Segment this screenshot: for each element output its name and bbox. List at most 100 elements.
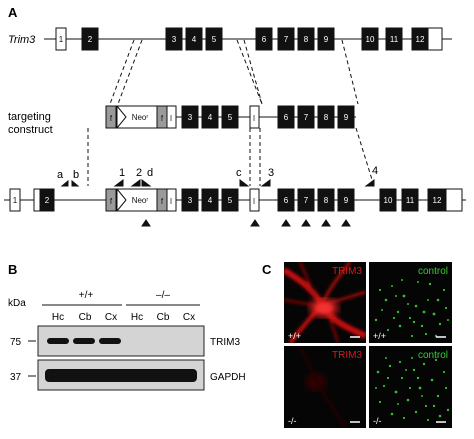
marker-37: 37 xyxy=(10,372,22,383)
frt-label: f xyxy=(161,114,164,123)
construct-frt-1 xyxy=(105,105,117,129)
gene-exon-9 xyxy=(317,27,335,51)
lane-label: Cx xyxy=(105,312,117,323)
allele-exon-8 xyxy=(317,188,335,212)
gene-exon-label: 9 xyxy=(324,35,329,44)
allele-exon-6 xyxy=(277,188,295,212)
allele-exon-12-utr xyxy=(445,188,463,212)
neuron-red-ko xyxy=(298,346,348,428)
micrograph-control-ko xyxy=(369,346,452,428)
allele-exon-label: 11 xyxy=(406,196,415,205)
allele-exon-label: 9 xyxy=(344,196,349,205)
lane-label: Hc xyxy=(52,312,64,323)
projection-lines-upper xyxy=(109,39,359,105)
primer-arrow-icon xyxy=(71,179,80,187)
probe-triangles xyxy=(141,219,351,227)
band xyxy=(47,338,69,344)
allele-exon-2 xyxy=(39,188,55,212)
allele-exon-label: 4 xyxy=(208,196,213,205)
allele-loxp-1 xyxy=(166,188,177,212)
triangle-icon xyxy=(321,219,331,227)
tl-genotype: +/+ xyxy=(288,331,301,341)
primer-label-1: 1 xyxy=(119,167,125,179)
panel-a-letter: A xyxy=(8,5,18,20)
gene-exon-label: 10 xyxy=(366,35,375,44)
genotype-wt: +/+ xyxy=(79,290,94,301)
panel-c-letter: C xyxy=(262,262,272,277)
br-channel-label: control xyxy=(418,350,448,361)
primer-markers: a b 1 2 d c 3 4 xyxy=(57,165,378,187)
gene-exon-label: 11 xyxy=(390,35,399,44)
gene-exon-5 xyxy=(205,27,223,51)
allele-exon-label: 6 xyxy=(284,196,289,205)
primer-arrow-icon xyxy=(60,179,69,187)
lane-label: Hc xyxy=(131,312,143,323)
frt-label: f xyxy=(110,114,113,123)
targeting-label-2: construct xyxy=(8,124,53,136)
construct-exon-label: 6 xyxy=(284,113,289,122)
primer-label-2: 2 xyxy=(136,167,142,179)
allele-elements: 1 2 f Neoʳ f l 3 4 5 l 6 7 8 9 10 11 12 xyxy=(9,188,463,212)
band xyxy=(73,338,95,344)
neo-arrow xyxy=(116,105,127,129)
allele-exon-label: 7 xyxy=(304,196,309,205)
construct-exon-label: 9 xyxy=(344,113,349,122)
gene-exon-1 xyxy=(55,27,67,51)
primer-arrow-icon xyxy=(239,179,250,187)
lane-label: Cb xyxy=(79,312,92,323)
allele-exon-9 xyxy=(337,188,355,212)
primer-arrow-icon xyxy=(130,179,141,187)
gene-exon-label: 12 xyxy=(416,35,425,44)
allele-exon-2-utr xyxy=(33,188,41,212)
allele-exon-label: 10 xyxy=(384,196,393,205)
primer-label-c: c xyxy=(236,167,242,179)
construct-exon-7 xyxy=(297,105,315,129)
gene-exon-6 xyxy=(255,27,273,51)
gene-exon-3 xyxy=(165,27,183,51)
triangle-icon xyxy=(250,219,260,227)
br-genotype: -/- xyxy=(373,416,382,426)
construct-elements: f Neoʳ f l 3 4 5 l 6 7 8 9 xyxy=(105,105,355,129)
construct-exon-label: 8 xyxy=(324,113,329,122)
lane-label: Cb xyxy=(157,312,170,323)
gene-exon-2 xyxy=(81,27,99,51)
primer-arrow-icon xyxy=(113,179,124,187)
gene-exon-8 xyxy=(297,27,315,51)
neo-label: Neoʳ xyxy=(132,113,149,122)
gene-exon-label: 3 xyxy=(172,35,177,44)
gene-exon-label: 4 xyxy=(192,35,197,44)
bl-channel-label: TRIM3 xyxy=(332,350,362,361)
loxp-label: l xyxy=(170,114,172,123)
gene-name-label: Trim3 xyxy=(8,34,36,46)
lane-labels: Hc Cb Cx Hc Cb Cx xyxy=(52,312,195,323)
gene-exon-label: 6 xyxy=(262,35,267,44)
construct-exon-label: 7 xyxy=(304,113,309,122)
primer-label-d: d xyxy=(147,167,153,179)
allele-exon-5 xyxy=(221,188,239,212)
allele-exon-label: 8 xyxy=(324,196,329,205)
speckles-green-wt xyxy=(374,279,449,338)
tr-genotype: +/+ xyxy=(373,331,386,341)
primer-arrow-icon xyxy=(364,179,375,187)
construct-exon-9 xyxy=(337,105,355,129)
gene-exon-12-utr xyxy=(427,27,443,51)
gene-exon-10 xyxy=(361,27,379,51)
construct-loxp-1 xyxy=(166,105,177,129)
micrograph-control-wt xyxy=(369,262,452,343)
triangle-icon xyxy=(141,219,151,227)
allele-exon-label: 3 xyxy=(188,196,193,205)
loxp-label: l xyxy=(170,197,172,206)
marker-75: 75 xyxy=(10,337,22,348)
gene-exon-label: 8 xyxy=(304,35,309,44)
primer-arrow-icon xyxy=(141,179,152,187)
triangle-icon xyxy=(301,219,311,227)
construct-loxp-2 xyxy=(249,105,260,129)
band xyxy=(99,338,121,344)
triangle-icon xyxy=(281,219,291,227)
allele-loxp-2 xyxy=(249,188,260,212)
panel-b-letter: B xyxy=(8,262,17,277)
allele-exon-label: 2 xyxy=(45,196,50,205)
construct-exon-label: 4 xyxy=(208,113,213,122)
projection-lines-lower xyxy=(87,127,375,187)
